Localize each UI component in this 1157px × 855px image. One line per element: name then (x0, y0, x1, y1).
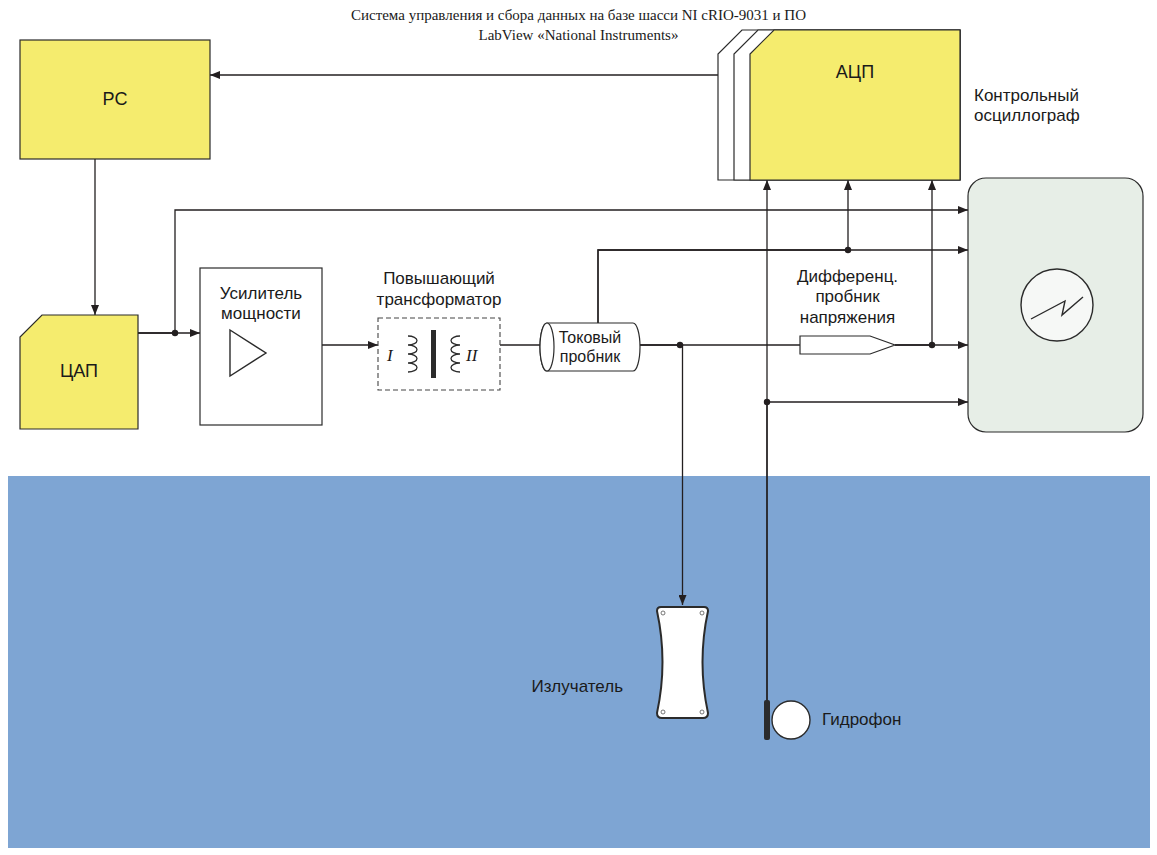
text-box: Дифференц. пробник напряжения (788, 267, 908, 328)
node-outline (800, 336, 895, 354)
winding-label: II (466, 346, 477, 366)
text-box: Токовый пробник (540, 323, 640, 371)
node-outline (764, 700, 810, 740)
node-outline (378, 318, 500, 390)
signal-wire (598, 180, 848, 323)
text-box: Излучатель (532, 677, 623, 697)
title-text: Система управления и сбора данных на баз… (344, 6, 814, 45)
transformer-box: Повышающий трансформатор (378, 318, 500, 390)
adc-module: АЦП (718, 30, 960, 180)
emitter-transducer: Излучатель (655, 605, 710, 720)
signal-wire (598, 250, 968, 323)
text-box: Усилитель мощности (200, 284, 322, 325)
junction-dot (845, 247, 851, 253)
signal-wire (895, 180, 932, 345)
node-label: Контрольный осциллограф (974, 86, 1124, 127)
node-label: Усилитель мощности (208, 284, 314, 325)
computer-box: PC (20, 40, 210, 159)
node-outline (718, 30, 960, 180)
signal-wire (94, 159, 95, 315)
junction-dot (764, 399, 770, 405)
node-outline (655, 605, 710, 720)
text-box: Повышающий трансформатор (364, 269, 514, 310)
node-label: Гидрофон (822, 710, 901, 730)
dac-module: ЦАП (20, 315, 138, 429)
node-label: Повышающий трансформатор (364, 269, 514, 310)
signal-wire (767, 402, 968, 700)
text-box: PC (20, 40, 210, 159)
hydrophone: Гидрофон (764, 700, 810, 740)
signal-wire (640, 345, 683, 605)
diagram-title: Система управления и сбора данных на баз… (0, 6, 1157, 45)
winding-label: I (387, 346, 393, 366)
junction-dot (677, 342, 683, 348)
oscilloscope-box: Контрольный осциллограф (968, 178, 1143, 432)
water-band (8, 476, 1150, 848)
node-label: Излучатель (532, 677, 623, 697)
text-box: АЦП (750, 62, 960, 84)
text-box: Гидрофон (822, 710, 901, 730)
signal-wire (322, 344, 378, 345)
signal-wire (210, 74, 718, 75)
junction-dot (172, 330, 178, 336)
node-outline (968, 178, 1143, 432)
junction-dot (929, 342, 935, 348)
node-label: ЦАП (60, 361, 98, 383)
node-label: Токовый пробник (552, 328, 628, 366)
signal-wire (500, 344, 540, 345)
signal-wire (640, 344, 800, 345)
voltage-probe: Дифференц. пробник напряжения (800, 336, 895, 354)
node-label: PC (102, 89, 127, 111)
current-probe: Токовый пробник (540, 323, 640, 371)
text-box: Контрольный осциллограф (974, 86, 1124, 127)
node-label: АЦП (750, 62, 960, 84)
text-box: ЦАП (20, 315, 138, 429)
amplifier-box: Усилитель мощности (200, 268, 322, 425)
node-label: Дифференц. пробник напряжения (788, 267, 908, 328)
